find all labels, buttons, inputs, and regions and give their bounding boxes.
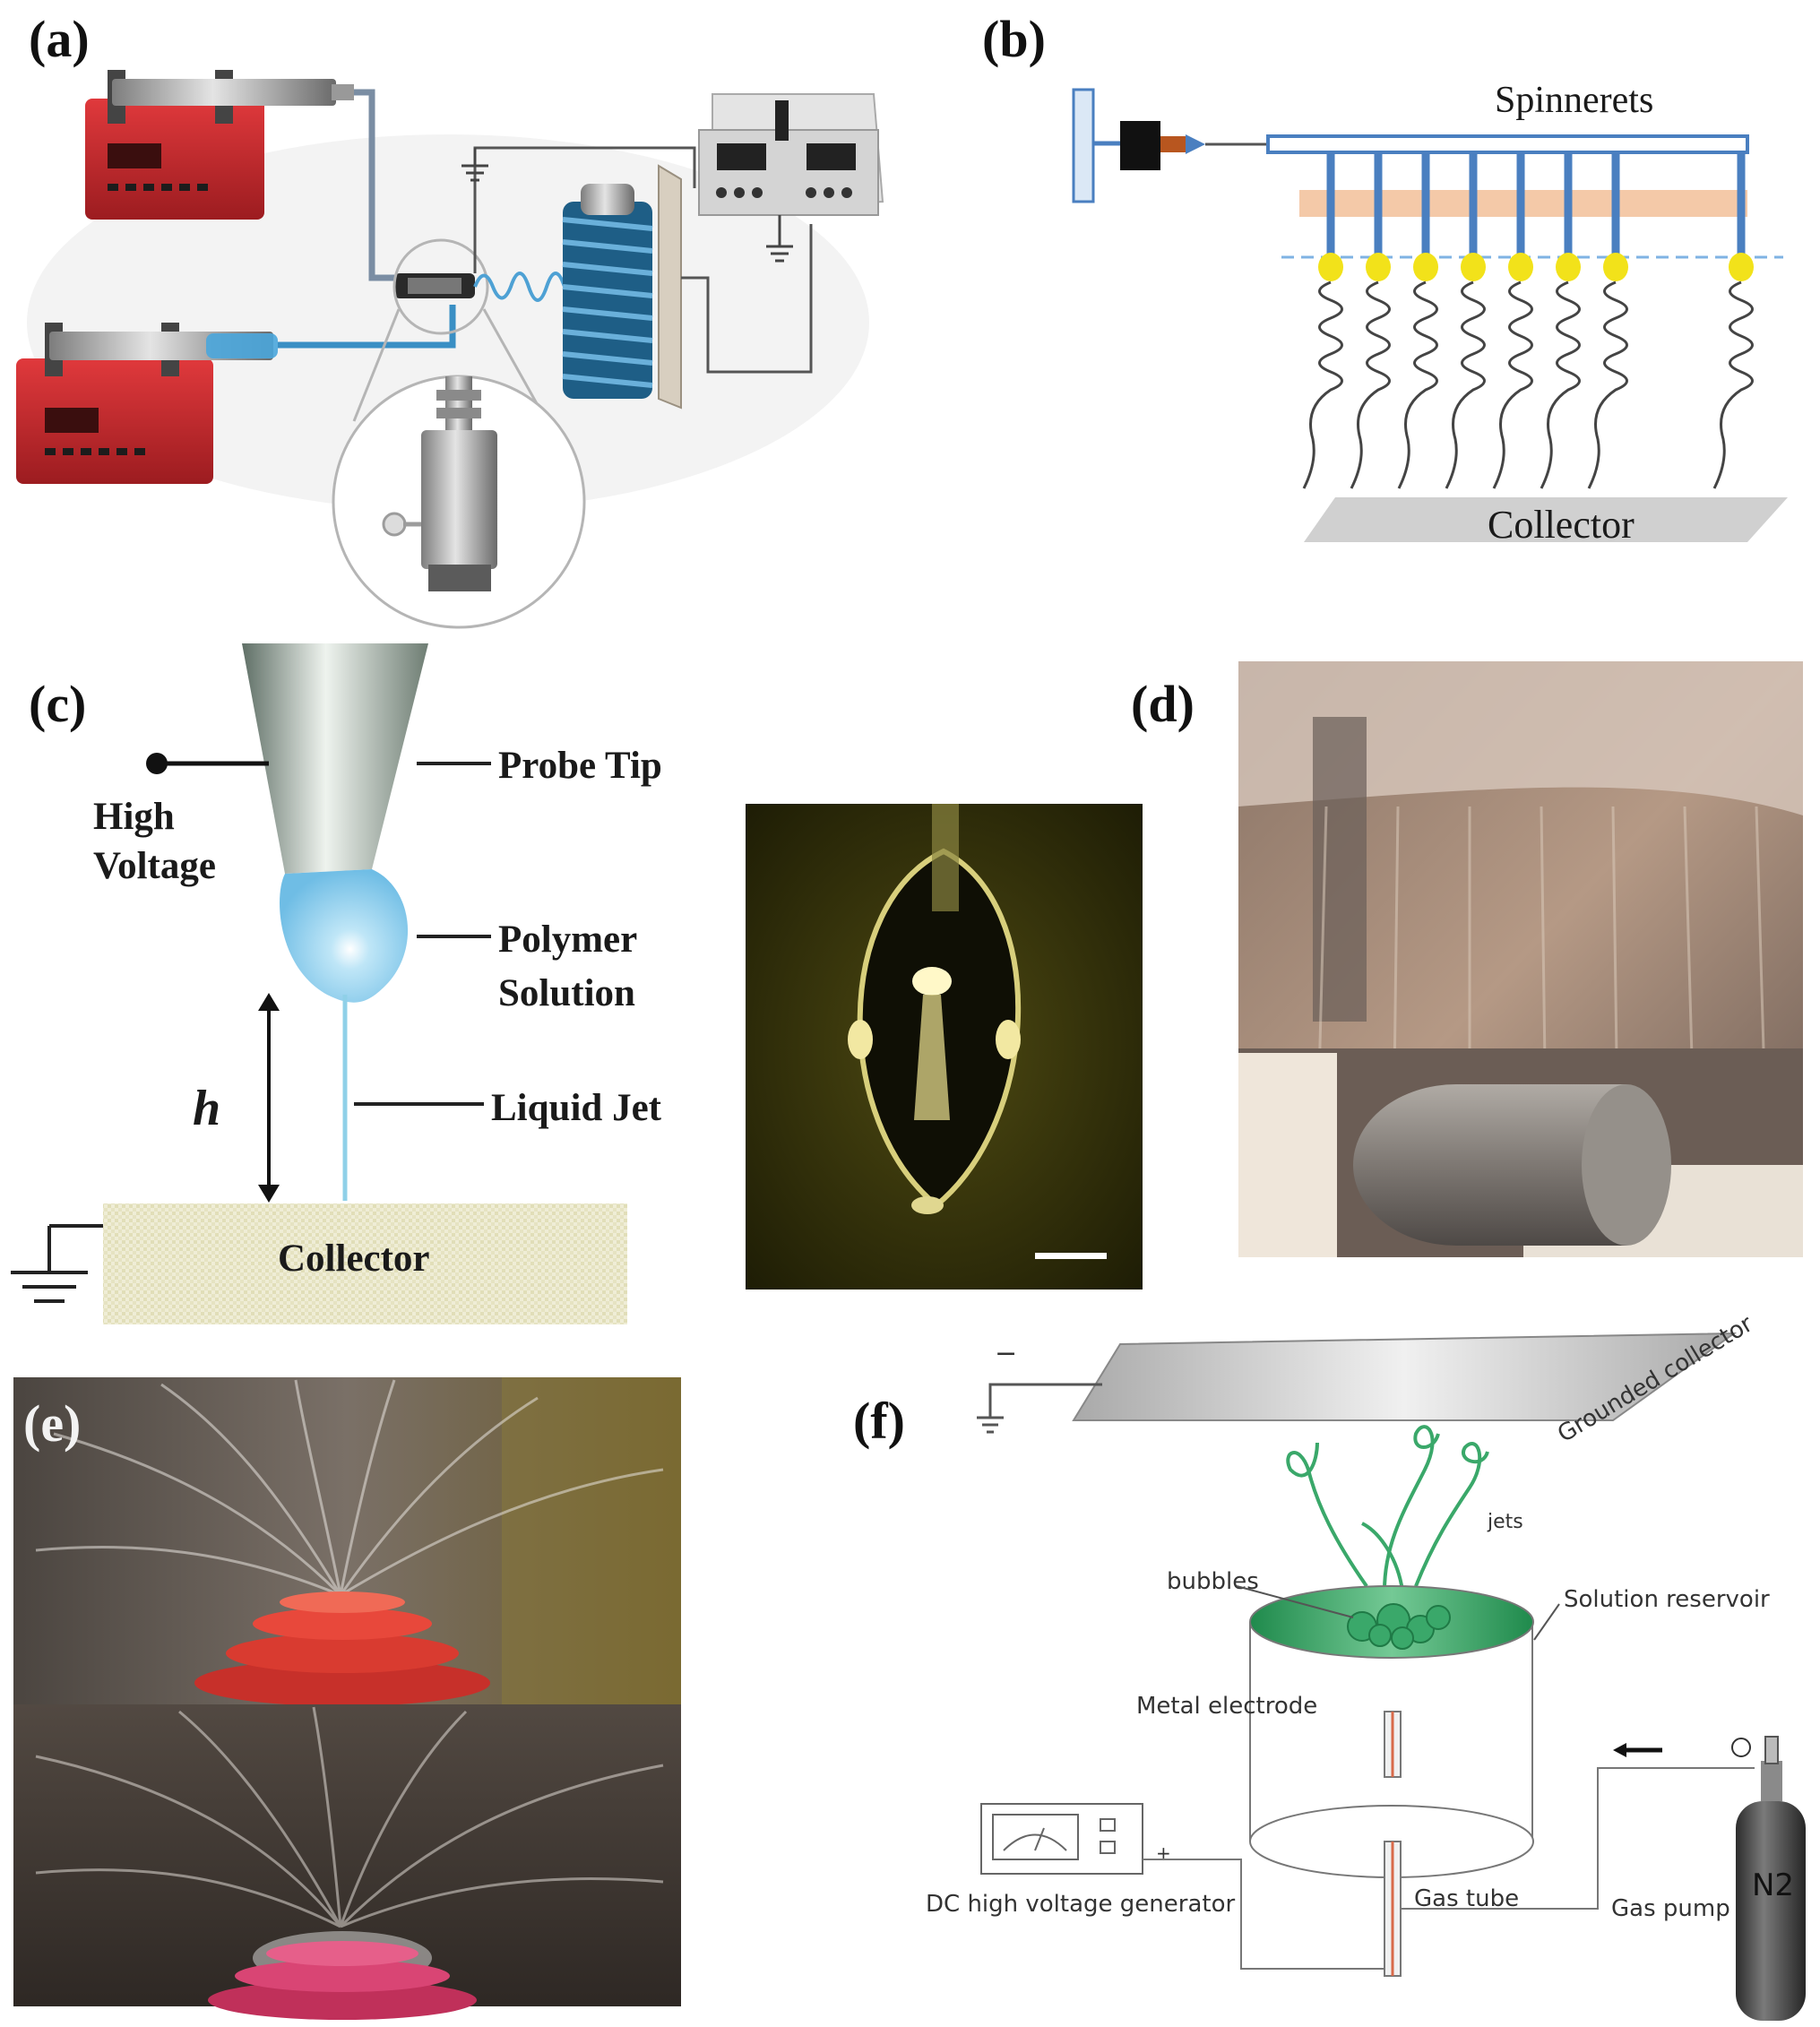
collector-c <box>103 1203 627 1324</box>
polymer-label: Polymer <box>498 919 637 961</box>
voltage-label: Voltage <box>93 845 216 887</box>
ground-symbol-a2 <box>766 215 793 263</box>
panel-label-b: (b) <box>982 10 1046 68</box>
microscope-image <box>746 804 1143 1290</box>
bubbles-label: bubbles <box>1167 1568 1259 1595</box>
syringe-pump-top <box>85 70 354 220</box>
panel-c: Probe Tip High Voltage Polymer Solution … <box>11 643 662 1324</box>
collector-label-b: Collector <box>1488 503 1635 547</box>
collector-plate-b <box>1304 497 1788 542</box>
panel-label-f: (f) <box>853 1392 905 1450</box>
tube-bottom <box>278 305 456 349</box>
syringe-barrel <box>1120 121 1160 170</box>
ground-symbol-c <box>11 1224 103 1303</box>
dc-generator-label: DC high voltage generator <box>926 1891 1235 1918</box>
scale-bar <box>1035 1253 1107 1259</box>
zoom-circle-small <box>392 238 489 335</box>
solution-reservoir-label: Solution reservoir <box>1564 1586 1770 1613</box>
panel-label-d: (d) <box>1131 675 1195 733</box>
coil-collector <box>562 164 682 410</box>
high-label: High <box>93 796 175 838</box>
syringe-plunger <box>1072 88 1095 203</box>
liquid-jet-label: Liquid Jet <box>491 1087 662 1129</box>
panel-f: Grounded collector − jets bubbles Soluti… <box>926 1310 1806 2021</box>
whipping-jets <box>1302 280 1754 489</box>
grounded-collector-plate <box>1072 1332 1738 1421</box>
probe-tip <box>242 643 428 874</box>
gas-pump-label: Gas pump <box>1611 1895 1730 1922</box>
panel-label-c: (c) <box>29 675 87 733</box>
panel-b: Spinnerets Collector <box>1072 80 1788 547</box>
polymer-droplet <box>280 869 409 1003</box>
panel-a <box>16 70 884 629</box>
ground-symbol-f <box>977 1416 1004 1434</box>
panel-label-a: (a) <box>29 10 90 68</box>
plus-sign: + <box>1156 1842 1171 1864</box>
collector-label-c: Collector <box>278 1238 430 1280</box>
spinnerets-label: Spinnerets <box>1495 80 1653 121</box>
n2-label: N2 <box>1752 1867 1794 1903</box>
panel-e <box>13 1377 681 2020</box>
probe-tip-label: Probe Tip <box>498 745 662 787</box>
green-jets <box>1286 1425 1489 1591</box>
panel-d <box>1238 661 1803 1257</box>
high-voltage-supply <box>698 93 884 216</box>
jets-label: jets <box>1487 1511 1523 1533</box>
minus-sign: − <box>995 1338 1017 1369</box>
height-label-h: h <box>193 1081 220 1136</box>
bubbles <box>1347 1603 1451 1650</box>
spinneret-manifold <box>1266 134 1749 154</box>
solution-label: Solution <box>498 972 635 1014</box>
zoomed-nozzle <box>382 376 497 591</box>
syringe-pump-bottom <box>16 323 278 484</box>
n2-cylinder: N2 <box>1731 1736 1806 2021</box>
spiral-jet <box>473 272 566 302</box>
spinneret-needles <box>1318 152 1754 281</box>
metal-electrode-label: Metal electrode <box>1136 1693 1317 1720</box>
ground-symbol-a1 <box>461 148 488 182</box>
panel-label-e: (e) <box>23 1394 82 1453</box>
